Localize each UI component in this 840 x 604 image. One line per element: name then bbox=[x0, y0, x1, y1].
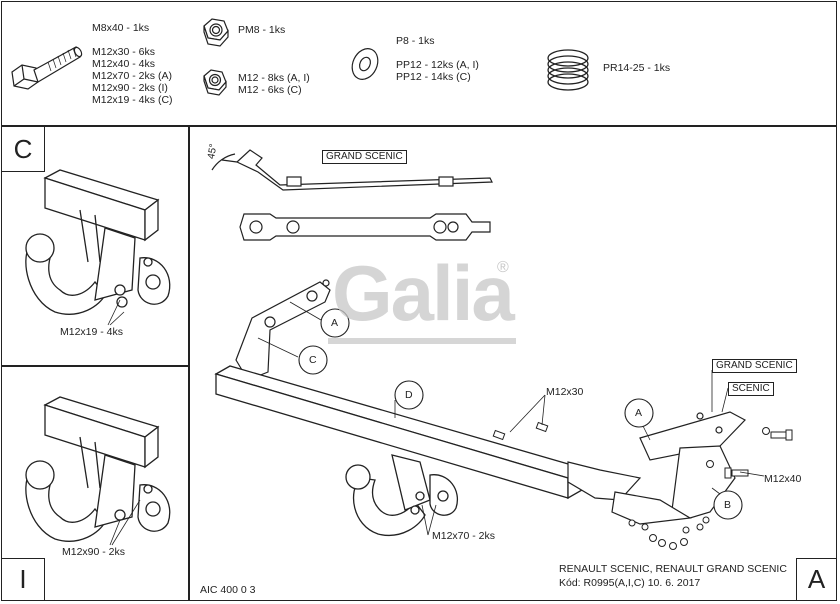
callout-a1: A bbox=[331, 317, 339, 329]
callout-circles bbox=[298, 308, 743, 520]
top-divider bbox=[1, 125, 837, 127]
callout-c: C bbox=[309, 354, 317, 366]
part-spring: PR14-25 - 1ks bbox=[603, 62, 671, 74]
variant-c-bolt-label: M12x19 - 4ks bbox=[60, 326, 124, 338]
bolt-icon bbox=[11, 46, 83, 90]
part-bolt-m12x90: M12x90 - 2ks (I) bbox=[92, 82, 168, 94]
left-mid-divider bbox=[1, 365, 189, 367]
right-brackets bbox=[567, 411, 746, 525]
spring-icon bbox=[547, 49, 589, 91]
grand-scenic-top-tag: GRAND SCENIC bbox=[322, 150, 407, 164]
variant-i-bolt-label: M12x90 - 2ks bbox=[62, 546, 126, 558]
variant-c-drawing bbox=[25, 169, 171, 315]
brand-registered: ® bbox=[497, 259, 509, 276]
part-bolt-m8x40: M8x40 - 1ks bbox=[92, 22, 150, 34]
part-bolt-m12x30: M12x30 - 6ks bbox=[92, 46, 156, 58]
footer-kod: Kód: R0995(A,I,C) 10. 6. 2017 bbox=[559, 577, 701, 589]
variant-c-letter: C bbox=[1, 126, 45, 172]
towball bbox=[345, 454, 458, 536]
crossbar-plan-view bbox=[239, 213, 491, 241]
part-bolt-m12x40: M12x40 - 4ks bbox=[92, 58, 156, 70]
variant-i-drawing bbox=[25, 396, 171, 542]
part-nut-pm8: PM8 - 1ks bbox=[238, 24, 286, 36]
washer-icon bbox=[351, 48, 379, 80]
scenic-right-tag: SCENIC bbox=[728, 382, 774, 396]
part-nut-m12-a: M12 - 8ks (A, I) bbox=[238, 72, 310, 84]
footer-code: AIC 400 0 3 bbox=[200, 584, 256, 596]
callout-b: B bbox=[724, 499, 732, 511]
crossbar-side-view bbox=[211, 149, 493, 191]
brand-watermark: Galia bbox=[332, 249, 515, 337]
small-hardware bbox=[492, 421, 793, 550]
footer-model: RENAULT SCENIC, RENAULT GRAND SCENIC bbox=[559, 563, 787, 575]
pm8-nut-icon bbox=[203, 18, 229, 47]
part-bolt-m12x19: M12x19 - 4ks (C) bbox=[92, 94, 173, 106]
angle-label: 45° bbox=[206, 143, 220, 160]
left-bracket bbox=[235, 279, 331, 381]
grand-scenic-right-tag: GRAND SCENIC bbox=[712, 359, 797, 373]
callout-d: D bbox=[405, 389, 413, 401]
leader-lines bbox=[257, 301, 765, 536]
part-washer-pp12-a: PP12 - 12ks (A, I) bbox=[396, 59, 479, 71]
part-washer-p8: P8 - 1ks bbox=[396, 35, 435, 47]
part-washer-pp12-c: PP12 - 14ks (C) bbox=[396, 71, 471, 83]
part-nut-m12-c: M12 - 6ks (C) bbox=[238, 84, 302, 96]
variant-i-letter: I bbox=[1, 558, 45, 601]
galia-logo bbox=[328, 338, 516, 344]
m12-nut-icon bbox=[203, 69, 227, 96]
part-bolt-m12x70: M12x70 - 2ks (A) bbox=[92, 70, 172, 82]
left-divider bbox=[188, 125, 190, 601]
bolt-m12x30-label: M12x30 bbox=[546, 386, 584, 398]
callout-a2: A bbox=[635, 407, 643, 419]
variant-a-letter: A bbox=[796, 558, 837, 601]
bolt-m12x70-label: M12x70 - 2ks bbox=[432, 530, 496, 542]
bolt-m12x40-label: M12x40 bbox=[764, 473, 802, 485]
